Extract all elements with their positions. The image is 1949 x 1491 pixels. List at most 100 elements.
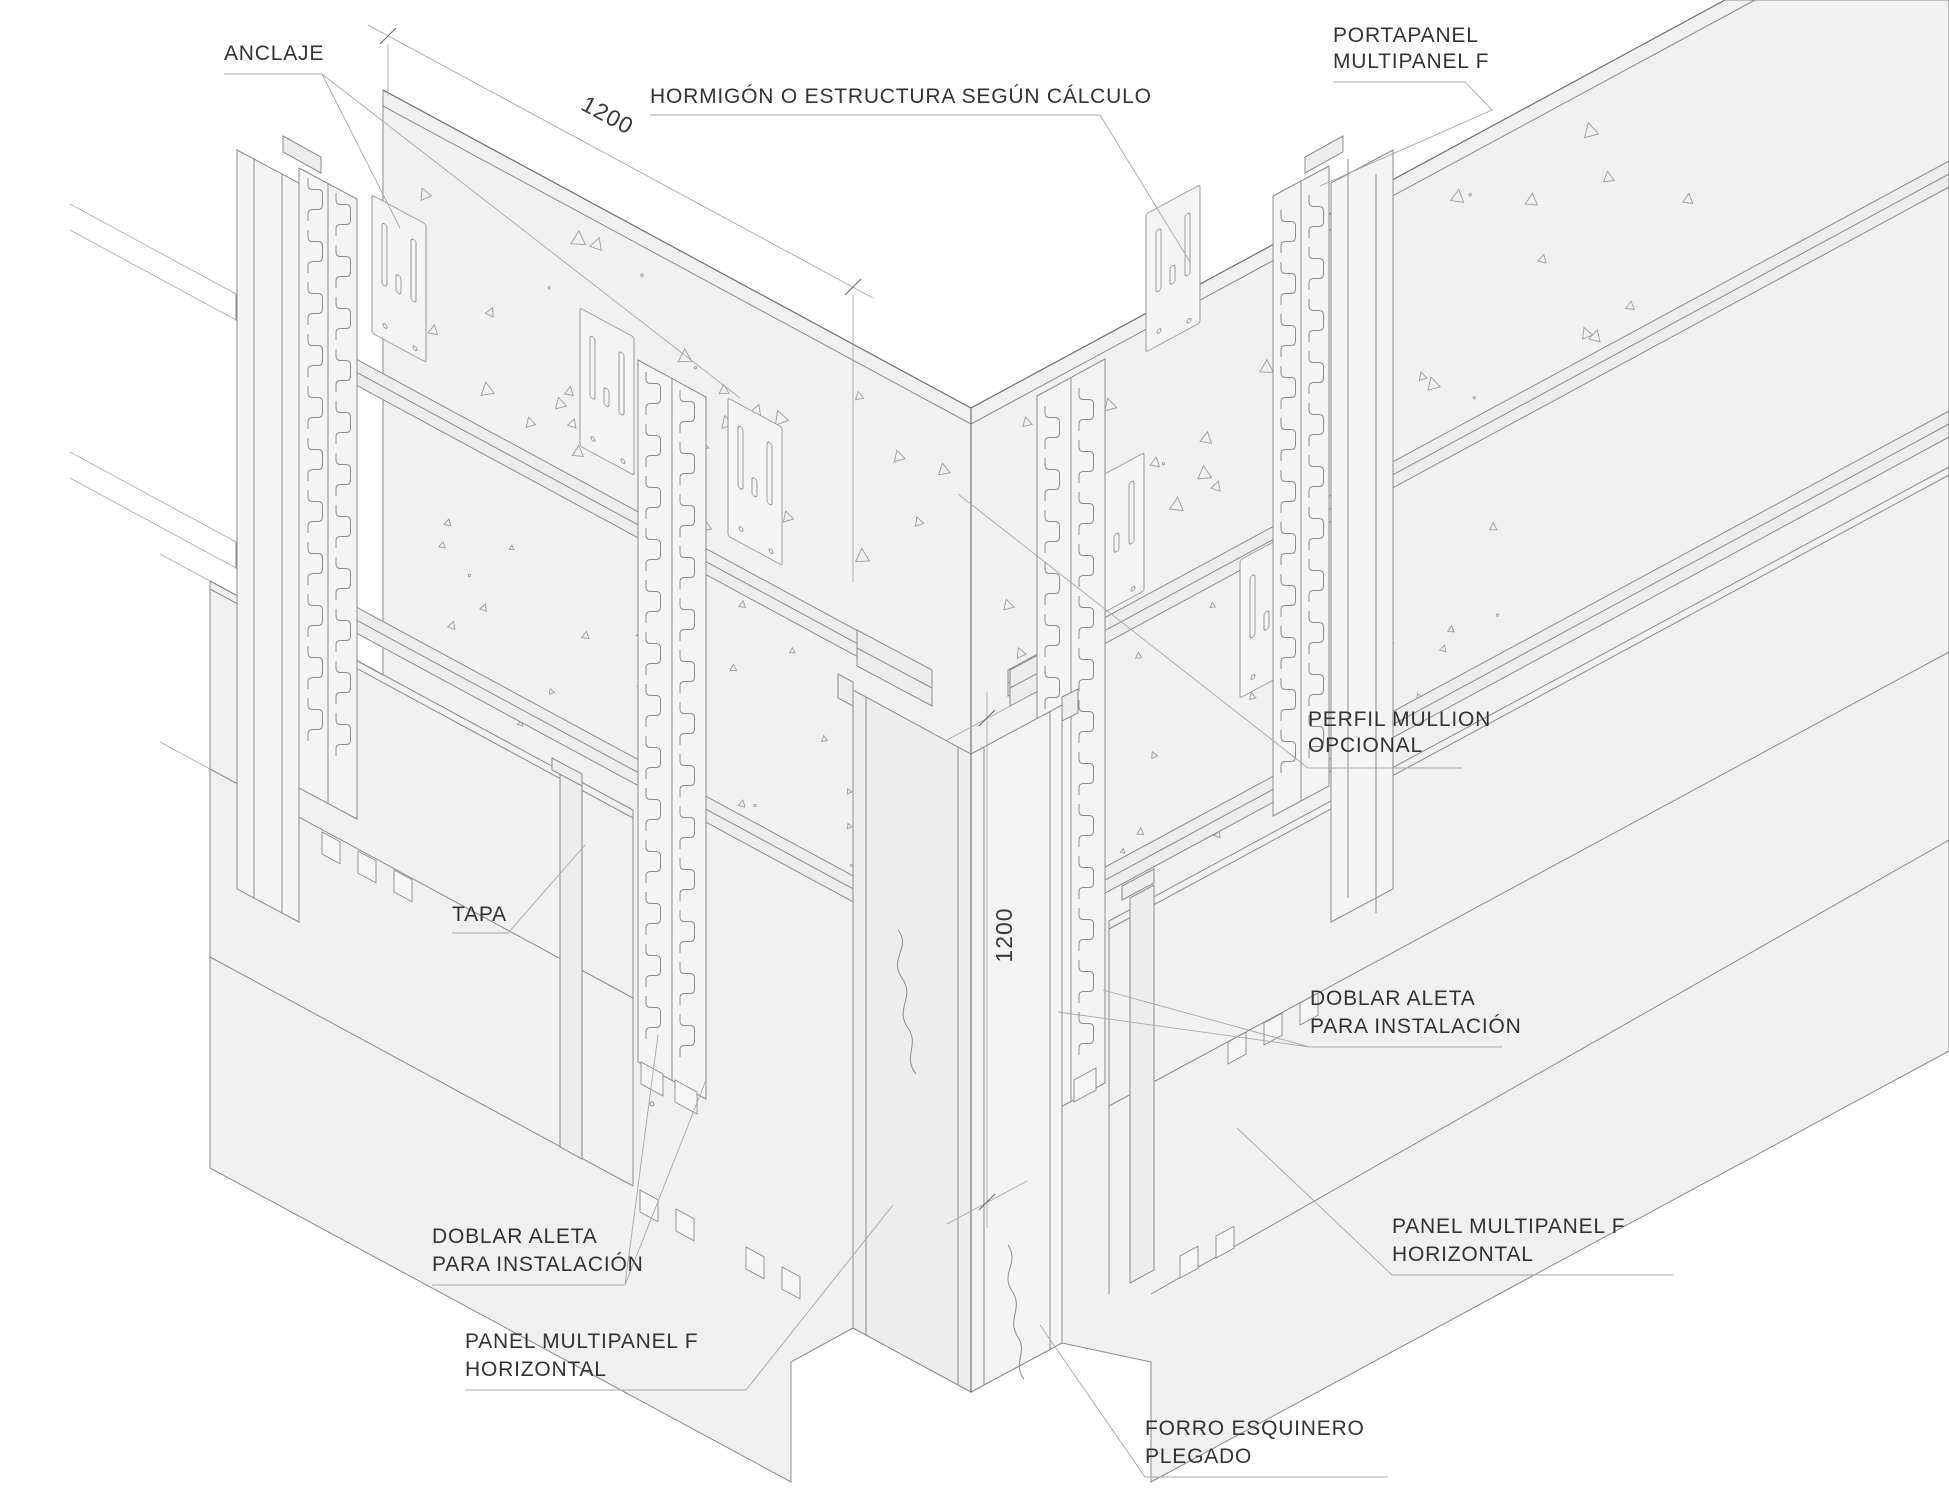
stipple-triangle	[588, 236, 602, 251]
edge-bars	[236, 135, 1394, 923]
panel-tab	[1299, 992, 1319, 1026]
stipple-triangle	[508, 544, 515, 551]
stipple-triangle	[1259, 358, 1274, 373]
stipple-triangle	[914, 516, 925, 527]
stipple-dot	[1468, 193, 1472, 197]
portapanel-label-2: MULTIPANEL F	[1333, 50, 1489, 73]
panel-left-label-2: HORIZONTAL	[465, 1358, 607, 1381]
panel-tab	[675, 1208, 695, 1242]
panel-right-label-2: HORIZONTAL	[1392, 1243, 1534, 1266]
perfil-mullion-leader	[957, 493, 1462, 769]
stipple-triangle	[548, 687, 556, 695]
edge-bar-left	[236, 149, 300, 923]
stipple-dot	[753, 803, 757, 808]
doblar-left-leader	[432, 1034, 707, 1286]
doblar-right-leader	[1057, 989, 1502, 1048]
stipple-triangle	[788, 646, 796, 654]
panel-tab	[1227, 1031, 1247, 1065]
forro-label-2: PLEGADO	[1145, 1445, 1252, 1468]
stipple-dot	[467, 573, 472, 578]
rail-end-cap-left	[856, 629, 933, 707]
stipple-triangle	[443, 518, 452, 527]
anchor-plate	[371, 194, 427, 363]
anchor-plate	[727, 397, 783, 566]
panel-right-label-1: PANEL MULTIPANEL F	[1392, 1215, 1625, 1238]
tapa-label: TAPA	[452, 903, 507, 926]
tapa-leader	[452, 844, 586, 934]
doblar-right-label-2: PARA INSTALACIÓN	[1310, 1015, 1522, 1038]
panel-tab	[1263, 1012, 1283, 1046]
wall-left-top-edge	[382, 89, 972, 409]
panel-tab	[781, 1266, 801, 1300]
stipple-triangle	[479, 603, 487, 613]
stipple-triangle	[1587, 329, 1601, 343]
stipple-triangle	[893, 449, 906, 463]
forro-leader	[1039, 1324, 1388, 1478]
stipple-triangle	[1104, 397, 1118, 412]
stipple-triangle	[677, 347, 693, 363]
stipple-triangle	[566, 418, 577, 429]
stipple-triangle	[420, 187, 433, 202]
panel-tabs	[321, 831, 1319, 1300]
stipple-triangle	[446, 620, 456, 631]
stipple-triangle	[1248, 691, 1257, 701]
portapanel-profiles	[298, 165, 1330, 1131]
stipple-triangle	[846, 787, 853, 795]
corner-trim-right-lip	[1061, 688, 1079, 722]
stipple-triangle	[1136, 827, 1145, 836]
stipple-triangle	[1199, 430, 1213, 444]
stipple-triangle	[737, 599, 747, 609]
mullion-cap-lip	[1121, 868, 1155, 901]
stipple-triangle	[427, 323, 439, 336]
portapanel-label-1: PORTAPANEL	[1333, 24, 1479, 47]
edge-bar-right-cap	[1304, 135, 1344, 174]
stipple-triangle	[782, 510, 795, 523]
stipple-triangle	[1537, 253, 1547, 264]
stipple-triangle	[1003, 598, 1015, 611]
stipple-dot	[1472, 396, 1476, 400]
stipple-triangle	[1438, 644, 1447, 653]
wall-left-top-edge-inner	[382, 90, 972, 425]
stipple-triangle	[854, 547, 871, 563]
stipple-triangle	[1602, 170, 1615, 183]
dimension-vertical: 1200	[946, 692, 1028, 1228]
stipple-triangle	[846, 822, 853, 830]
stipple-triangle	[1168, 496, 1184, 512]
mullion-cap-strip	[1129, 884, 1155, 1284]
stipple-triangle	[580, 630, 590, 640]
extension-lines-left	[69, 203, 237, 569]
stipple-triangle	[728, 663, 738, 672]
stipple-triangle	[1625, 300, 1635, 310]
edge-bar-left-cap	[282, 135, 322, 174]
stipple-triangle	[1449, 188, 1465, 203]
stipple-dot	[1496, 613, 1500, 617]
anchor-plate	[1145, 184, 1201, 353]
anchor-plate	[579, 307, 635, 476]
stipple-dot	[547, 286, 551, 290]
panel-tab	[393, 869, 413, 903]
stipple-triangle	[555, 396, 568, 410]
corner-trim-right-face	[970, 704, 1063, 1393]
doblar-right-label-1: DOBLAR ALETA	[1310, 987, 1476, 1010]
stipple-triangle	[1584, 121, 1600, 139]
hormigon-label: HORMIGÓN O ESTRUCTURA SEGÚN CÁLCULO	[650, 85, 1152, 108]
stipple-triangle	[480, 381, 496, 396]
stipple-triangle	[570, 229, 587, 246]
stipple-triangle	[854, 390, 865, 401]
stipple-dot	[640, 273, 644, 277]
edge-bar-right	[1330, 149, 1394, 923]
break-line-right	[1007, 1244, 1025, 1380]
stipple-triangle	[1151, 750, 1159, 760]
perfil-mullion-label-2: OPCIONAL	[1308, 734, 1423, 757]
stipple-dot	[693, 366, 697, 370]
panel-left-label-1: PANEL MULTIPANEL F	[465, 1330, 698, 1353]
doblar-left-label-2: PARA INSTALACIÓN	[432, 1253, 644, 1276]
portapanel-leader	[1319, 81, 1493, 187]
tapa-cap-strip	[559, 770, 583, 1160]
stipple-triangle	[1524, 192, 1539, 206]
stipple-triangle	[718, 383, 730, 395]
stipple-triangle	[938, 462, 951, 476]
stipple-triangle	[1488, 521, 1498, 531]
stipple-triangle	[571, 444, 585, 458]
